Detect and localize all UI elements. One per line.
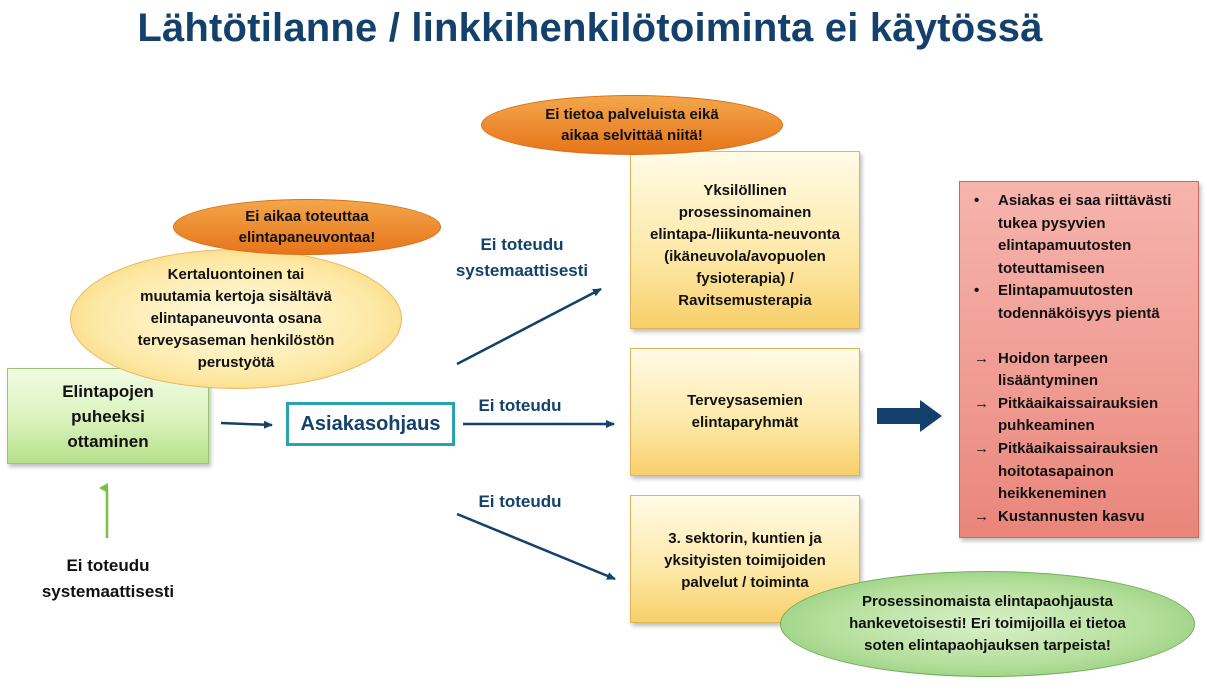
outcome-item: • Elintapamuutosten todennäköisyys pient… <box>968 280 1190 325</box>
outcome-item: → Pitkäaikaissairauksien puhkeaminen <box>968 393 1190 438</box>
outcome-text: Pitkäaikaissairauksien hoitotasapainon h… <box>998 439 1159 503</box>
no-time-text: Ei aikaa toteuttaa elintapaneuvontaa! <box>238 208 376 246</box>
arrow-marker: → <box>974 507 989 525</box>
arrow-to-third-sector <box>456 512 616 581</box>
individual-counseling-box: Yksilöllinen prosessinomainen elintapa-/… <box>630 151 860 329</box>
bullet-marker: • <box>974 192 980 209</box>
outcome-item: → Hoidon tarpeen lisääntyminen <box>968 348 1190 393</box>
third-sector-text: 3. sektorin, kuntien ja yksityisten toim… <box>664 530 826 591</box>
arrow-marker: → <box>974 394 989 412</box>
edge-label-top: Ei toteudu systemaattisesti <box>455 235 589 280</box>
project-based-text: Prosessinomaista elintapaohjausta hankev… <box>849 593 1126 654</box>
start-note: Ei toteudu systemaattisesti <box>41 556 175 601</box>
bullet-marker: • <box>974 282 980 300</box>
outcome-item: → Pitkäaikaissairauksien hoitotasapainon… <box>968 438 1190 506</box>
arrow-start-to-guidance <box>220 420 273 429</box>
start-box-text: Elintapojen puheeksi ottaminen <box>62 381 154 451</box>
project-based-ellipse: Prosessinomaista elintapaohjausta hankev… <box>780 571 1195 677</box>
arrow-marker: → <box>974 349 989 367</box>
outcomes-box: • Asiakas ei saa riittävästi tukea pysyv… <box>959 181 1199 538</box>
health-center-groups-text: Terveysasemien elintaparyhmät <box>687 392 803 431</box>
guidance-box: Asiakasohjaus <box>286 402 455 446</box>
basic-counseling-ellipse: Kertaluontoinen tai muutamia kertoja sis… <box>70 249 402 389</box>
arrow-marker: → <box>974 439 989 457</box>
outcome-text: Asiakas ei saa riittävästi tukea pysyvie… <box>998 192 1172 277</box>
outcome-text: Kustannusten kasvu <box>998 507 1145 525</box>
outcome-item: → Kustannusten kasvu <box>968 506 1190 529</box>
health-center-groups-box: Terveysasemien elintaparyhmät <box>630 348 860 476</box>
individual-counseling-text: Yksilöllinen prosessinomainen elintapa-/… <box>649 182 841 309</box>
outcome-text: Hoidon tarpeen lisääntyminen <box>998 349 1109 390</box>
block-arrow-to-outcomes <box>877 400 942 432</box>
no-info-ellipse: Ei tietoa palveluista eikä aikaa selvitt… <box>481 95 783 155</box>
arrow-to-individual <box>456 287 602 366</box>
no-time-ellipse: Ei aikaa toteuttaa elintapaneuvontaa! <box>173 199 441 255</box>
guidance-box-text: Asiakasohjaus <box>300 412 441 435</box>
edge-label-bottom: Ei toteudu <box>478 492 562 511</box>
basic-counseling-text: Kertaluontoinen tai muutamia kertoja sis… <box>137 266 335 371</box>
edge-label-middle: Ei toteudu <box>478 396 562 415</box>
outcome-item: • Asiakas ei saa riittävästi tukea pysyv… <box>968 190 1190 280</box>
page-title: Lähtötilanne / linkkihenkilötoiminta ei … <box>137 6 1043 50</box>
outcome-text: Elintapamuutosten todennäköisyys pientä <box>998 282 1160 322</box>
no-info-text: Ei tietoa palveluista eikä aikaa selvitt… <box>545 106 719 144</box>
outcome-text: Pitkäaikaissairauksien puhkeaminen <box>998 394 1159 435</box>
